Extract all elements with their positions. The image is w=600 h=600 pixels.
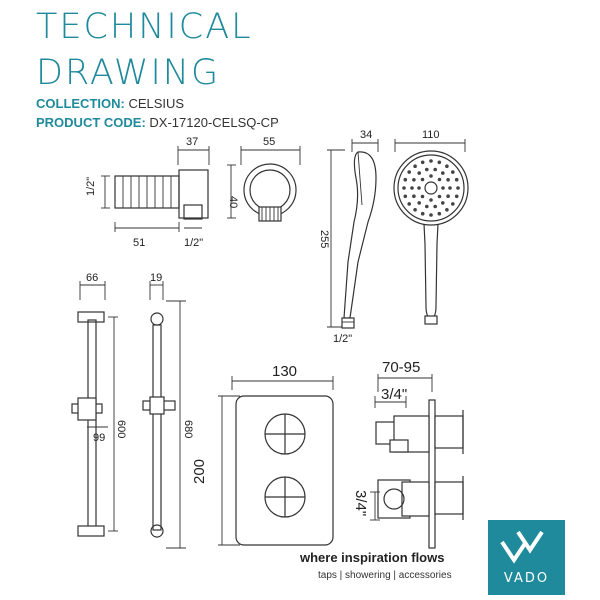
elbow-thread-bottom-label: 1/2" [184,237,203,249]
nozzle-dot [403,177,408,182]
nozzle-dot [417,171,422,175]
nozzle-dot [445,208,449,212]
nozzle-dot [412,194,416,198]
valve-height-label: 200 [191,459,208,484]
nozzle-pattern [402,159,460,217]
nozzle-dot [420,194,425,199]
valve-depth-label: 70-95 [382,359,420,376]
tagline: where inspiration flows [300,550,445,565]
rail-length-label: 600 [115,420,127,438]
riser-rail-front-view: 66 600 99 [71,272,127,537]
nozzle-dot [420,177,425,182]
nozzle-dot [407,202,412,206]
handset-head-label: 110 [422,129,440,141]
valve-side-view: 70-95 3/4" 3/4" [352,359,464,549]
handset-length-label: 255 [318,230,330,248]
nozzle-dot [437,160,442,165]
nozzle-dot [437,177,442,182]
rail-overall-label: 680 [182,420,194,438]
elbow-depth-label: 37 [186,136,198,148]
nozzle-dot [441,171,445,175]
elbow-thread-left-label: 1/2" [85,177,97,196]
nozzle-dot [441,201,445,205]
nozzle-dot [420,160,425,165]
outlet-lower-label: 3/4" [352,490,369,516]
product-code-value: DX-17120-CELSQ-CP [149,115,279,130]
nozzle-dot [417,186,421,190]
product-code-label: PRODUCT CODE: [36,115,146,130]
nozzle-dot [429,213,433,217]
nozzle-dot [429,198,433,202]
nozzle-dot [437,211,442,216]
nozzle-dot [429,159,433,163]
nozzle-dot [451,202,455,206]
rail-spacing-label: 99 [93,432,105,444]
nozzle-dot [437,194,442,199]
product-code-line: PRODUCT CODE: DX-17120-CELSQ-CP [36,116,279,129]
title-line-2: DRAWING [36,53,221,93]
nozzle-dot [407,170,412,174]
nozzle-dot [448,186,452,190]
valve-front-view: 130 200 [191,363,334,546]
nozzle-dot [454,177,459,182]
nozzle-dot [413,164,417,168]
elbow-width-label: 55 [263,136,275,148]
nozzle-dot [417,201,422,205]
nozzle-dot [454,194,459,199]
product-categories: taps | showering | accessories [318,570,452,581]
valve-width-label: 130 [272,363,297,380]
nozzle-dot [451,170,455,174]
riser-rail-side-view: 19 680 [142,272,194,549]
collection-line: COLLECTION: CELSIUS [36,97,184,110]
nozzle-dot [433,204,438,209]
outlet-upper-label: 3/4" [381,386,407,403]
wall-elbow-side-view: 37 1/2" 51 1/2" [85,136,210,249]
logo-text: VADO [503,571,550,586]
nozzle-dot [413,208,417,212]
nozzle-dot [425,204,429,209]
nozzle-dot [456,186,460,190]
nozzle-dot [441,186,445,190]
rail-profile-label: 19 [150,272,162,284]
nozzle-dot [446,194,450,198]
elbow-length-label: 51 [133,237,145,249]
nozzle-dot [412,178,416,182]
title-line-1: TECHNICAL [36,7,253,47]
nozzle-dot [429,174,433,178]
elbow-height-label: 40 [227,196,239,208]
nozzle-dot [420,211,425,216]
nozzle-dot [410,186,414,190]
nozzle-dot [425,167,429,172]
nozzle-dot [403,194,408,199]
vado-logo-mark-icon [500,530,544,564]
vado-logo: VADO [488,520,565,595]
handset-front-view: 110 [393,129,469,325]
handset-side-view: 34 255 1/2" [318,129,379,345]
wall-elbow-front-view: 55 40 [227,136,301,222]
handset-depth-label: 34 [360,129,372,141]
nozzle-dot [445,164,449,168]
collection-label: COLLECTION: [36,96,125,111]
rail-width-label: 66 [86,272,98,284]
nozzle-dot [402,186,406,190]
handset-thread-label: 1/2" [333,333,352,345]
nozzle-dot [446,178,450,182]
nozzle-dot [433,167,438,172]
collection-value: CELSIUS [128,96,185,111]
